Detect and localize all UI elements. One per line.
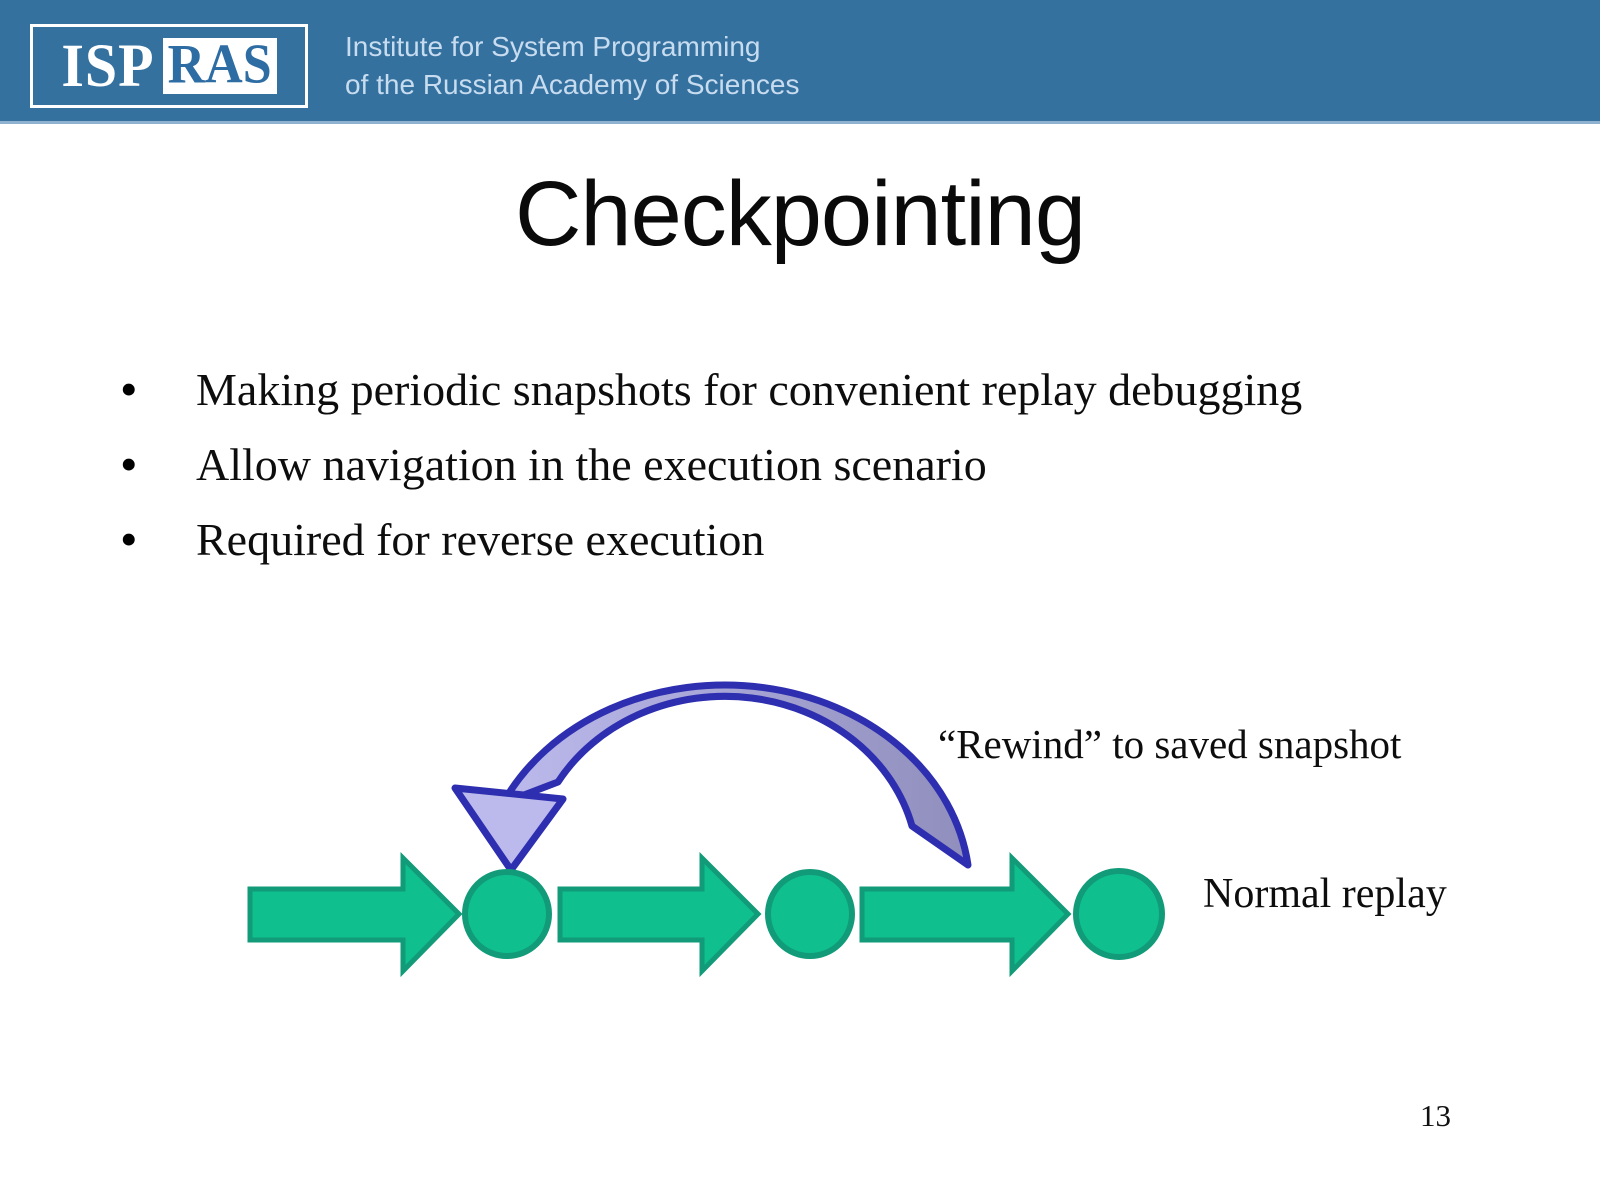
checkpoint-circle [1073,868,1165,960]
isp-ras-logo: ISP RAS [30,24,308,108]
institute-line1: Institute for System Programming [345,31,761,62]
institute-name: Institute for System Programming of the … [345,28,799,104]
bullet-list: Making periodic snapshots for convenient… [118,352,1308,577]
bullet-item: Allow navigation in the execution scenar… [118,427,1308,502]
bullet-item: Required for reverse execution [118,502,1308,577]
logo-isp-text: ISP [61,31,155,100]
page-number: 13 [1420,1098,1451,1133]
rewind-arrowhead-icon [451,784,567,874]
logo-ras-box: RAS [162,33,277,96]
slide-title: Checkpointing [514,163,1086,265]
timeline-arrow-icon [859,851,1072,978]
timeline-arrow-icon [247,851,463,978]
checkpoint-circle [462,869,552,959]
logo-ras-text: RAS [167,33,272,96]
rewind-arc [499,681,972,869]
bullet-item: Making periodic snapshots for convenient… [118,352,1308,427]
header-bar: ISP RAS Institute for System Programming… [0,0,1600,124]
rewind-label: “Rewind” to saved snapshot [938,721,1402,767]
institute-line2: of the Russian Academy of Sciences [345,69,800,100]
checkpoint-circle [765,869,855,959]
normal-replay-label: Normal replay [1203,871,1447,917]
timeline-arrow-icon [557,851,762,978]
